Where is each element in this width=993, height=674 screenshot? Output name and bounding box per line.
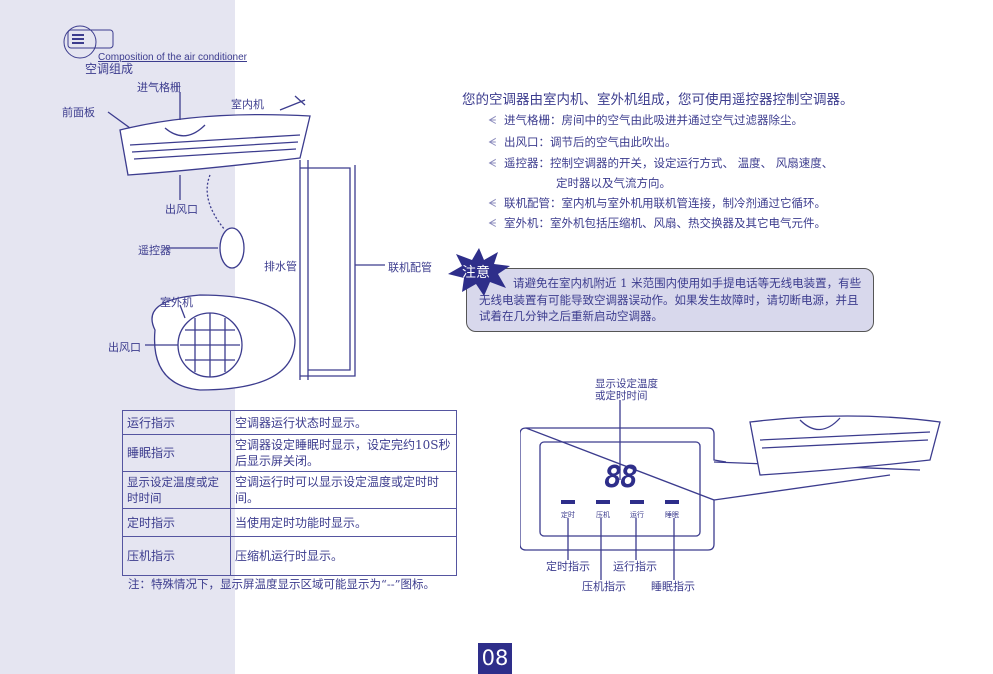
seven-segment-display: 88 [604, 460, 638, 495]
indicator-label: 压机 [596, 511, 610, 519]
table-row: 显示设定温度或定时时间空调运行时可以显示设定温度或定时时间。 [122, 471, 457, 509]
title-en: Composition of the air conditioner [98, 52, 247, 63]
sleep-indicator-light [665, 500, 679, 504]
notice-label: 注意 [462, 265, 490, 281]
intro-text: 您的空调器由室内机、室外机组成，您可使用遥控器控制空调器。 [462, 92, 854, 108]
callout-timer: 定时指示 [546, 560, 590, 573]
label-outlet: 出风口 [165, 203, 198, 216]
ac-composition-illustration [107, 92, 385, 391]
page-number: 08 [478, 643, 512, 674]
callout-run: 运行指示 [613, 560, 657, 573]
run-indicator-light [630, 500, 644, 504]
table-row: 定时指示当使用定时功能时显示。 [122, 508, 457, 537]
notice-box: 请避免在室内机附近 1 米范围内使用如手提电话等无线电装置，有些无线电装置有可能… [466, 268, 874, 332]
bullet-icon: ᗕ [488, 135, 497, 149]
label-indoor-unit: 室内机 [231, 98, 264, 111]
table-row: 睡眠指示空调器设定睡眠时显示，设定完约10S秒后显示屏关闭。 [122, 434, 457, 472]
notice-text: 请避免在室内机附近 1 米范围内使用如手提电话等无线电装置，有些无线电装置有可能… [479, 276, 862, 323]
bullet-icon: ᗕ [488, 113, 497, 127]
label-connecting-pipe: 联机配管 [388, 261, 432, 274]
indicator-label: 定时 [561, 511, 575, 519]
display-panel-illustration [520, 400, 941, 580]
table-row: 运行指示空调器运行状态时显示。 [122, 410, 457, 435]
label-outdoor-outlet: 出风口 [108, 341, 141, 354]
title-cn: 空调组成 [85, 62, 134, 76]
timer-indicator-light [561, 500, 575, 504]
indicator-label: 睡眠 [665, 511, 679, 519]
label-front-panel: 前面板 [62, 106, 95, 119]
bullet-icon: ᗕ [488, 156, 497, 170]
label-remote: 遥控器 [138, 244, 171, 257]
indicator-table: 运行指示空调器运行状态时显示。 睡眠指示空调器设定睡眠时显示，设定完约10S秒后… [122, 410, 457, 576]
bullet-continuation: 定时器以及气流方向。 [556, 176, 671, 190]
indicator-label: 运行 [630, 511, 644, 519]
table-row: 压机指示压缩机运行时显示。 [122, 536, 457, 576]
label-intake-grille: 进气格栅 [137, 81, 181, 94]
callout-sleep: 睡眠指示 [651, 580, 695, 593]
notice-burst-icon [448, 248, 510, 296]
label-drain-pipe: 排水管 [264, 260, 297, 273]
compressor-indicator-light [596, 500, 610, 504]
display-top-label: 显示设定温度或定时时间 [595, 378, 658, 402]
footnote: 注：特殊情况下，显示屏温度显示区域可能显示为“--”图标。 [128, 577, 436, 591]
callout-compressor: 压机指示 [582, 580, 626, 593]
bullet-icon: ᗕ [488, 216, 497, 230]
label-outdoor-unit: 室外机 [160, 296, 193, 309]
bullet-icon: ᗕ [488, 196, 497, 210]
ac-logo-icon [63, 25, 114, 59]
